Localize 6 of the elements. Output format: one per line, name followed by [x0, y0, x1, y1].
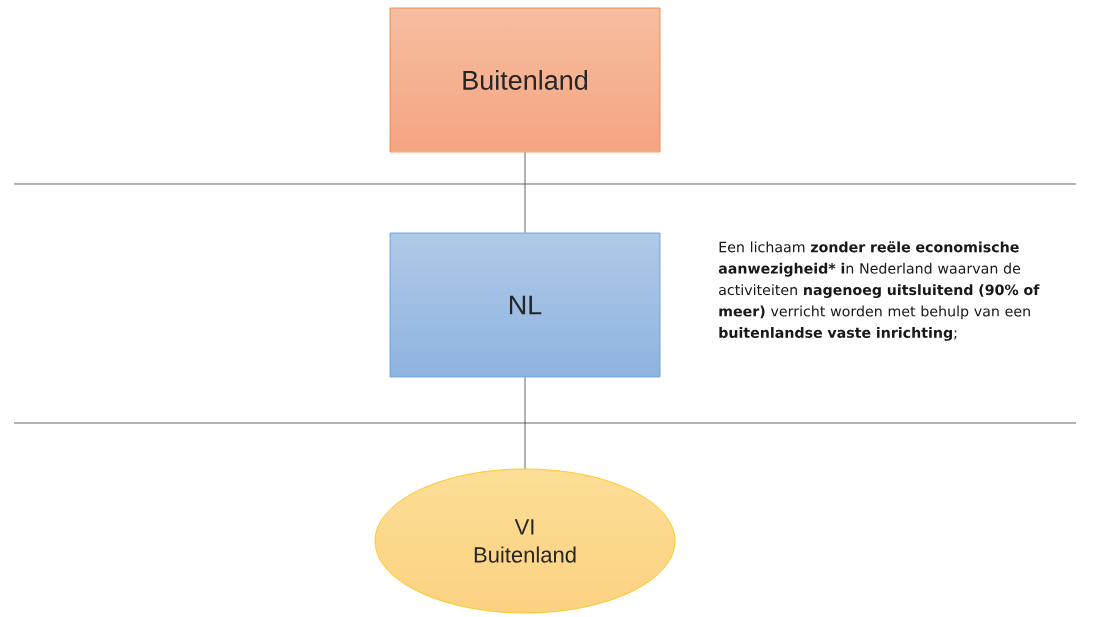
process-box: NL — [389, 232, 661, 378]
ellipse-node: VI Buitenland — [374, 468, 676, 614]
description-text: Een lichaam zonder reële economische aanwezigheid* in Nederland waarvan de activiteiten nagenoeg uitsluitend (90% of meer) verricht worden met behulp van een buitenlandse vaste inrichting; — [718, 241, 1040, 341]
process-box: Buitenland — [389, 7, 661, 153]
connector-line — [524, 377, 526, 469]
connector-line — [524, 152, 526, 233]
